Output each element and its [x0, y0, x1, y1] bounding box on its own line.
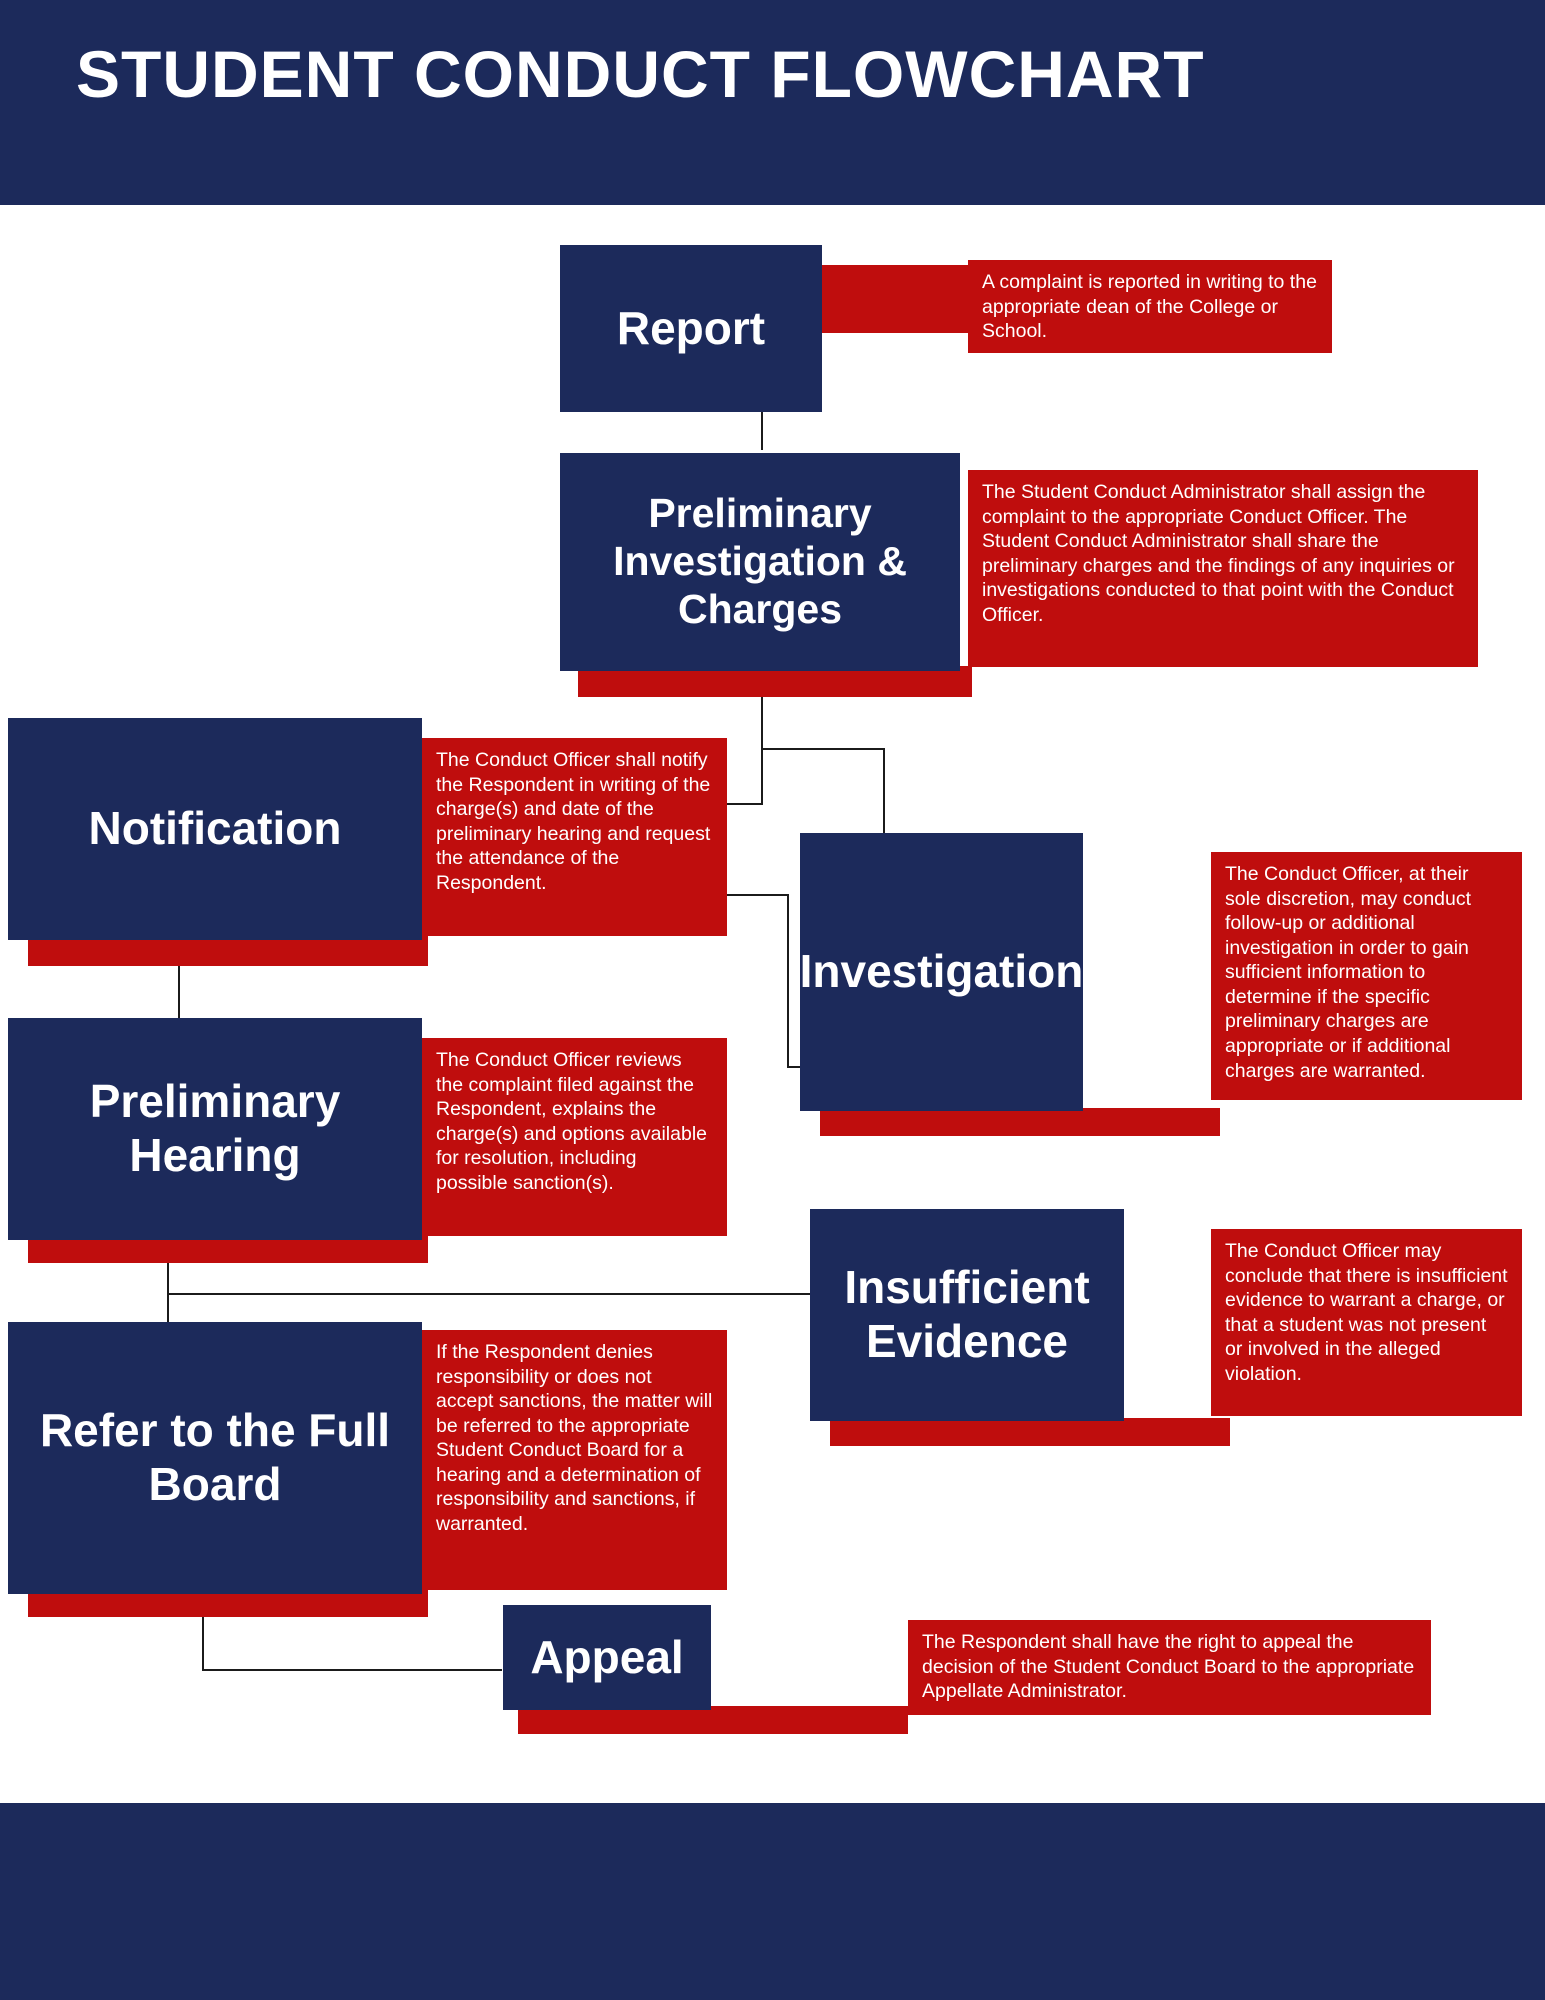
connector-investigation-rail-v [787, 894, 789, 1068]
node-insufficient-evidence-box[interactable]: Insufficient Evidence [810, 1209, 1124, 1421]
connector-preliminary-to-investigation-v [883, 748, 885, 835]
desc-insufficient-evidence-text: The Conduct Officer may conclude that th… [1225, 1240, 1508, 1385]
desc-refer-full-board-text: If the Respondent denies responsibility … [436, 1341, 713, 1535]
node-report-box[interactable]: Report [560, 245, 822, 412]
desc-preliminary-investigation-text: The Student Conduct Administrator shall … [982, 481, 1455, 626]
node-investigation-shadow [820, 1108, 1220, 1136]
node-notification-box[interactable]: Notification [8, 718, 422, 940]
desc-appeal: The Respondent shall have the right to a… [908, 1620, 1431, 1715]
footer-band [0, 1803, 1545, 2000]
desc-report: A complaint is reported in writing to th… [968, 260, 1332, 353]
connector-investigation-rail-bottom [787, 1066, 810, 1068]
connector-hearing-to-insufficient [167, 1293, 812, 1295]
desc-notification-text: The Conduct Officer shall notify the Res… [436, 749, 711, 894]
node-appeal-box[interactable]: Appeal [503, 1605, 711, 1710]
desc-report-text: A complaint is reported in writing to th… [982, 271, 1317, 343]
node-insufficient-evidence-label: Insufficient Evidence [844, 1261, 1090, 1367]
desc-investigation-text: The Conduct Officer, at their sole discr… [1225, 863, 1472, 1082]
connector-refer-to-appeal-h [202, 1669, 502, 1671]
node-notification-label: Notification [88, 802, 342, 855]
desc-appeal-text: The Respondent shall have the right to a… [922, 1631, 1415, 1703]
node-refer-full-board-box[interactable]: Refer to the Full Board [8, 1322, 422, 1594]
connector-hearing-down-stem [167, 1263, 169, 1327]
node-preliminary-investigation-box[interactable]: Preliminary Investigation & Charges [560, 453, 960, 671]
header-band [0, 0, 1545, 205]
node-appeal-shadow [518, 1706, 908, 1734]
connector-preliminary-stem [761, 697, 763, 805]
desc-preliminary-investigation: The Student Conduct Administrator shall … [968, 470, 1478, 667]
node-notification-shadow [28, 935, 428, 966]
node-refer-full-board-label: Refer to the Full Board [39, 1404, 391, 1510]
node-preliminary-hearing-box[interactable]: Preliminary Hearing [8, 1018, 422, 1240]
desc-investigation: The Conduct Officer, at their sole discr… [1211, 852, 1522, 1100]
desc-refer-full-board: If the Respondent denies responsibility … [422, 1330, 727, 1590]
node-preliminary-hearing-label: Preliminary Hearing [89, 1075, 341, 1181]
desc-preliminary-hearing: The Conduct Officer reviews the complain… [422, 1038, 727, 1236]
connector-report-to-preliminary [761, 412, 763, 450]
node-investigation-box[interactable]: Investigation [800, 833, 1083, 1111]
page-title: STUDENT CONDUCT FLOWCHART [76, 37, 1205, 111]
node-insufficient-evidence-shadow [830, 1418, 1230, 1446]
node-preliminary-investigation-label: Preliminary Investigation & Charges [613, 490, 907, 632]
desc-notification: The Conduct Officer shall notify the Res… [422, 738, 727, 936]
connector-notification-to-hearing [178, 965, 180, 1033]
node-appeal-label: Appeal [530, 1630, 684, 1683]
connector-refer-to-appeal-v [202, 1617, 204, 1671]
node-investigation-label: Investigation [799, 945, 1084, 998]
node-report-label: Report [616, 301, 766, 354]
connector-investigation-rail-top [727, 894, 789, 896]
desc-insufficient-evidence: The Conduct Officer may conclude that th… [1211, 1229, 1522, 1416]
connector-preliminary-to-investigation-h [761, 748, 885, 750]
node-preliminary-investigation-shadow [578, 666, 972, 697]
desc-preliminary-hearing-text: The Conduct Officer reviews the complain… [436, 1049, 708, 1194]
connector-preliminary-to-notification-h [727, 803, 763, 805]
